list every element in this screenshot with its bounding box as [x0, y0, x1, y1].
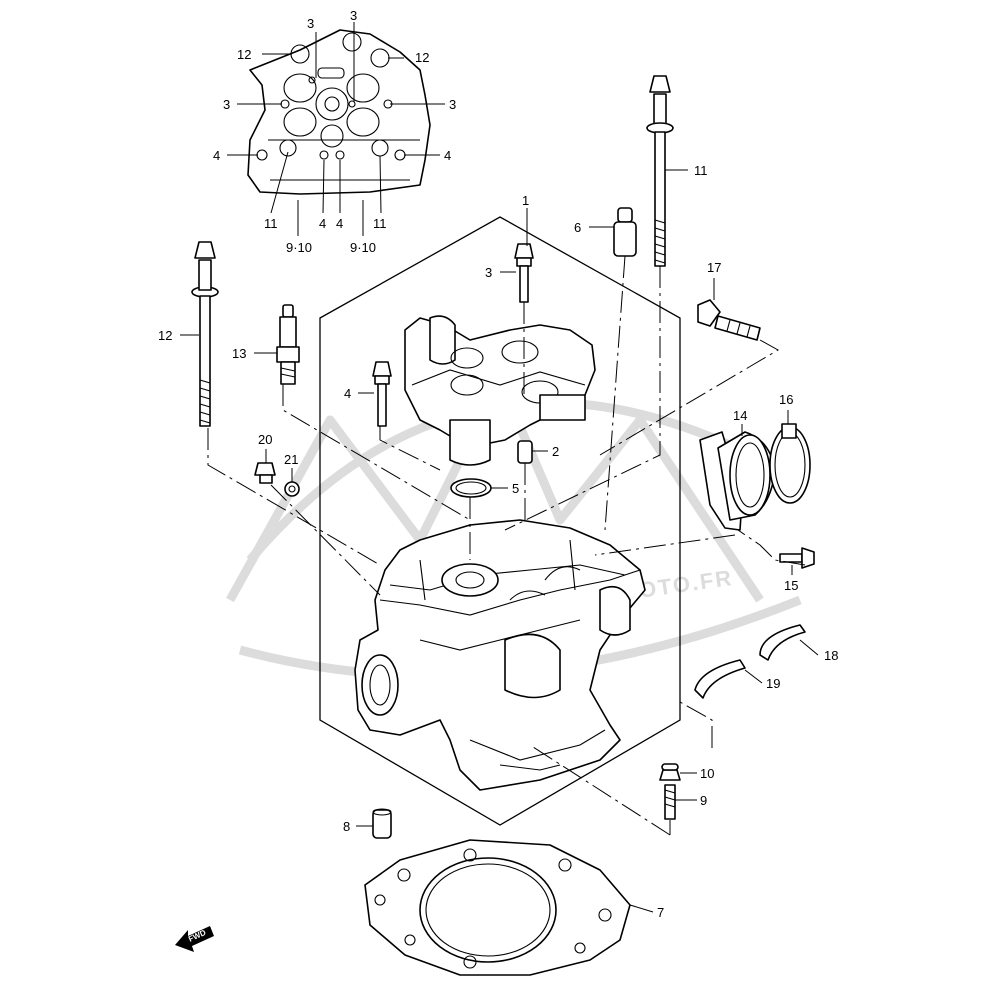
callout-3-top-left: 3	[223, 97, 230, 112]
cylinder-head-body	[354, 519, 646, 791]
callout-19: 19	[766, 676, 780, 691]
callout-3: 3	[485, 265, 492, 280]
bolt-15	[779, 547, 815, 569]
callout-4-top-right: 4	[444, 148, 451, 163]
shim-19	[694, 659, 746, 699]
callout-5: 5	[512, 481, 519, 496]
callout-4: 4	[344, 386, 351, 401]
fwd-arrow: FWD	[175, 926, 214, 952]
callout-11: 11	[694, 163, 708, 178]
part-17-bolt	[697, 299, 761, 341]
callout-20: 20	[258, 432, 272, 447]
dowel-pin-2	[517, 440, 533, 464]
stud-9	[664, 784, 676, 820]
bolt-20	[254, 462, 276, 484]
cylinder-head-bolt-12	[191, 241, 219, 427]
callout-3-top-a: 3	[307, 16, 314, 31]
callout-21: 21	[284, 452, 298, 467]
valve-cover	[404, 315, 596, 466]
callout-13: 13	[232, 346, 246, 361]
clamp-16	[769, 423, 811, 504]
callout-labels: 12 12 3 3 3 3 4 4 11 4 4 11 9·10 9·10 1 …	[158, 8, 838, 920]
callout-11-top-left: 11	[264, 216, 278, 231]
leader-lines	[180, 22, 819, 913]
nut-10	[659, 763, 681, 781]
callout-9: 9	[700, 793, 707, 808]
callout-17: 17	[707, 260, 721, 275]
intake-pipe-14	[699, 431, 776, 531]
callout-12-top-right: 12	[415, 50, 429, 65]
bolt-3	[514, 243, 534, 303]
callout-4-top-left: 4	[213, 148, 220, 163]
washer-21	[284, 481, 300, 497]
callout-6: 6	[574, 220, 581, 235]
callout-3-top-right: 3	[449, 97, 456, 112]
callout-15: 15	[784, 578, 798, 593]
cylinder-head-top-view	[247, 29, 431, 195]
callout-1: 1	[522, 193, 529, 208]
callout-16: 16	[779, 392, 793, 407]
o-ring-5	[450, 478, 492, 498]
callout-14: 14	[733, 408, 747, 423]
dowel-8	[372, 808, 392, 839]
callout-9-10-right: 9·10	[350, 240, 376, 255]
callout-7: 7	[657, 905, 664, 920]
callout-12-top-left: 12	[237, 47, 251, 62]
cylinder-head-bolt-11	[646, 75, 674, 267]
spark-plug-13	[276, 304, 300, 385]
callout-2: 2	[552, 444, 559, 459]
part-6-guide	[613, 207, 637, 257]
callout-12: 12	[158, 328, 172, 343]
callout-11-top-right: 11	[373, 216, 387, 231]
shim-18	[759, 624, 806, 661]
head-gasket-7	[364, 839, 631, 976]
callout-4-top-mid-b: 4	[336, 216, 343, 231]
bolt-4	[372, 361, 392, 427]
callout-4-top-mid-a: 4	[319, 216, 326, 231]
callout-3-top-b: 3	[350, 8, 357, 23]
callout-10: 10	[700, 766, 714, 781]
callout-18: 18	[824, 648, 838, 663]
explode-frame	[319, 216, 681, 826]
callout-9-10-left: 9·10	[286, 240, 312, 255]
callout-8: 8	[343, 819, 350, 834]
